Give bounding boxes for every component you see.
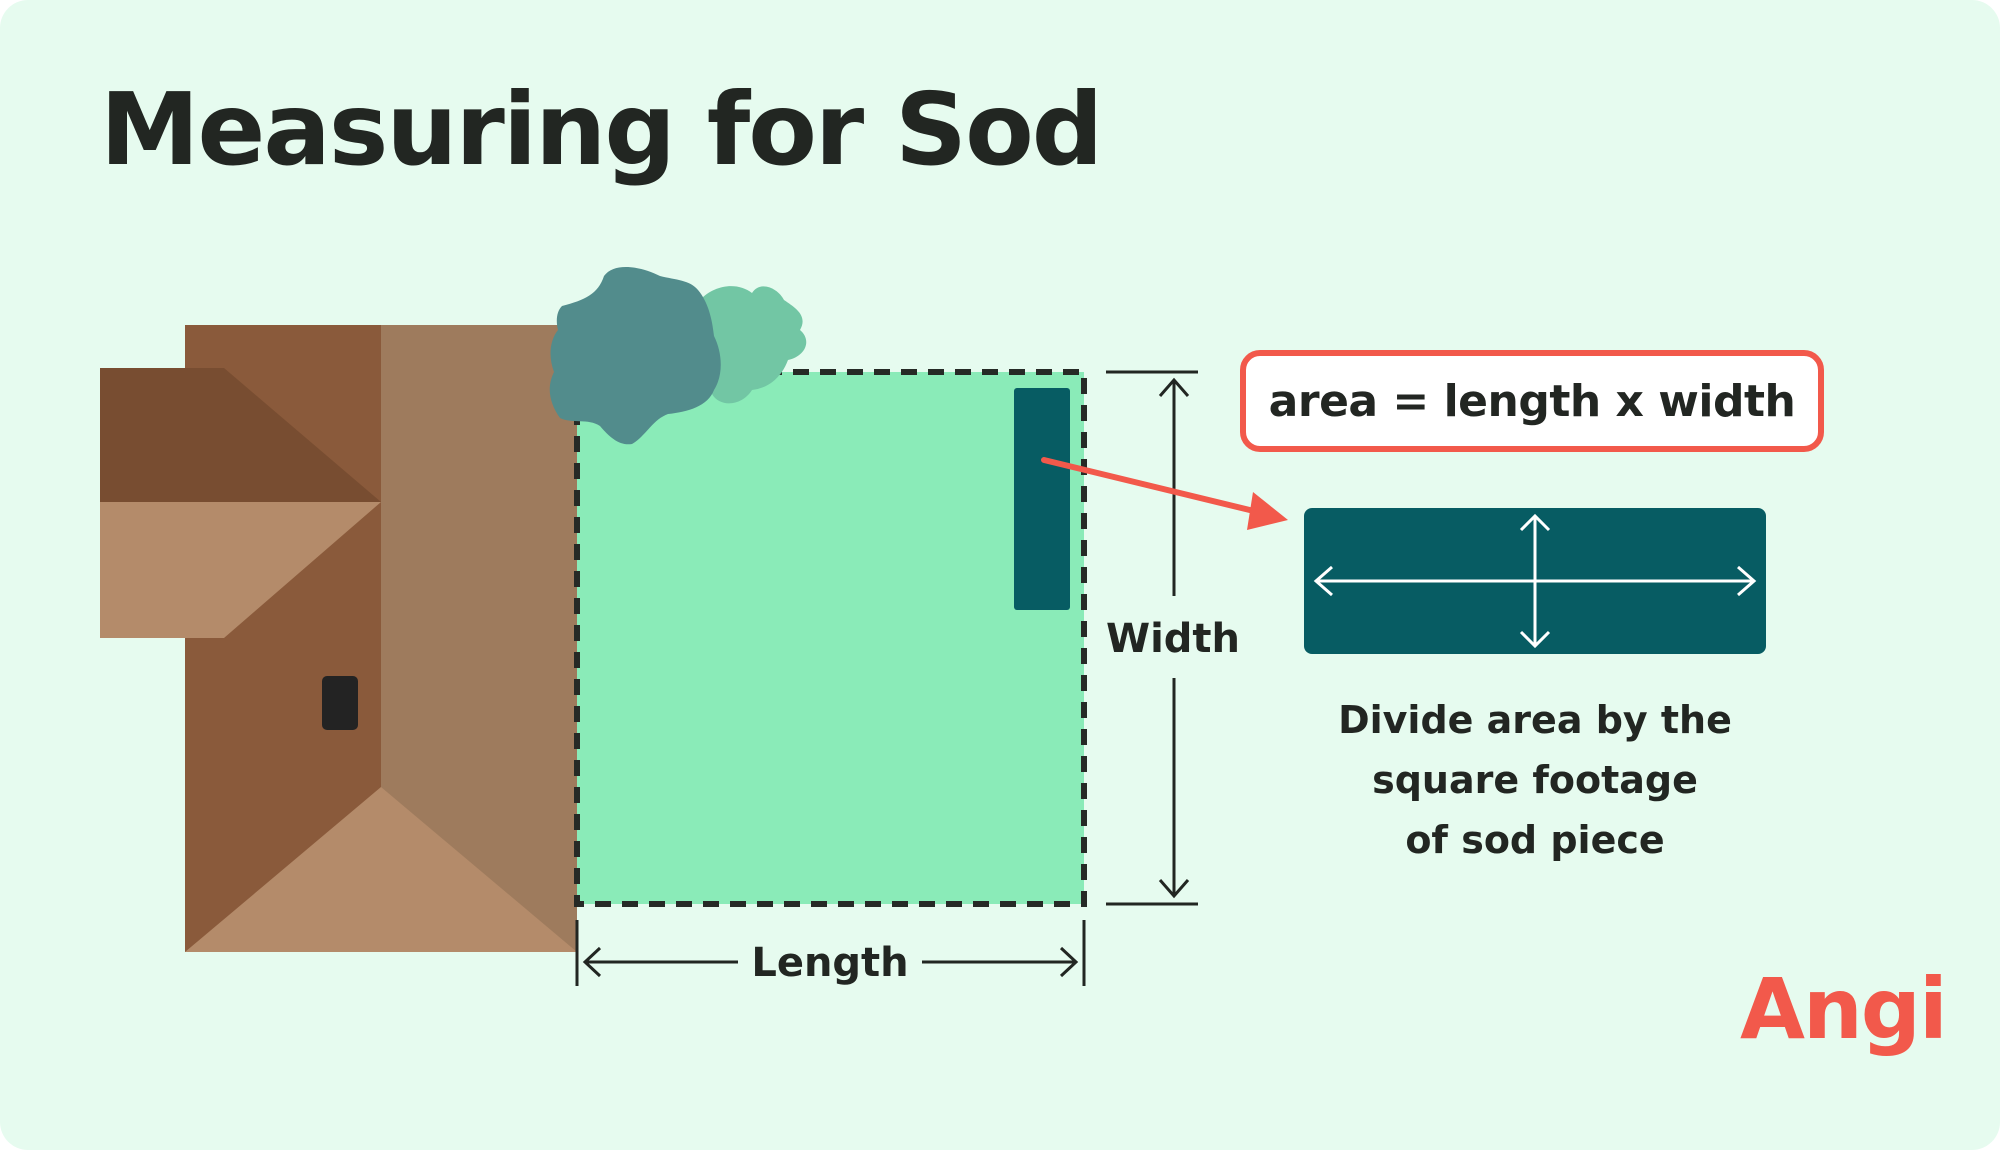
tree-light-icon — [692, 286, 807, 404]
width-arrowhead-down-icon — [1158, 879, 1190, 899]
sod-arrowhead-up-icon — [1519, 513, 1551, 532]
lawn-area — [577, 372, 1084, 904]
width-arrowhead-up-icon — [1158, 377, 1190, 397]
angi-logo: Angi — [1740, 960, 1948, 1058]
caption-line-1: Divide area by the — [1338, 698, 1732, 742]
length-dimension: Length — [575, 920, 1086, 986]
house-roof — [100, 325, 577, 952]
area-formula-text: area = length x width — [1268, 375, 1796, 427]
sod-piece-enlarged — [1304, 508, 1766, 654]
roof-hip-end — [185, 787, 577, 952]
width-label: Width — [1106, 616, 1240, 662]
sod-arrowhead-down-icon — [1519, 630, 1551, 649]
area-formula-box: area = length x width — [1240, 350, 1824, 452]
width-dimension: Width — [1106, 370, 1240, 906]
pointer-arrow-line — [1041, 457, 1265, 516]
caption-line-2: square footage — [1372, 758, 1698, 802]
chimney — [322, 676, 358, 730]
pointer-arrowhead-icon — [1247, 492, 1288, 530]
roof-wing-upper — [100, 368, 381, 502]
sod-count-caption: Divide area by the square footage of sod… — [1255, 690, 1815, 870]
page-title: Measuring for Sod — [100, 71, 1103, 188]
length-label: Length — [751, 940, 908, 986]
sod-arrowhead-left-icon — [1313, 565, 1333, 597]
caption-line-3: of sod piece — [1405, 818, 1665, 862]
tree-dark-icon — [549, 266, 721, 445]
length-arrowhead-left-icon — [582, 946, 602, 978]
lawn-dashed-outline — [574, 369, 1087, 907]
length-arrowhead-right-icon — [1059, 946, 1079, 978]
roof-wing-lower — [100, 502, 381, 638]
sod-arrowhead-right-icon — [1737, 565, 1757, 597]
sod-piece-in-lawn — [1014, 388, 1070, 610]
